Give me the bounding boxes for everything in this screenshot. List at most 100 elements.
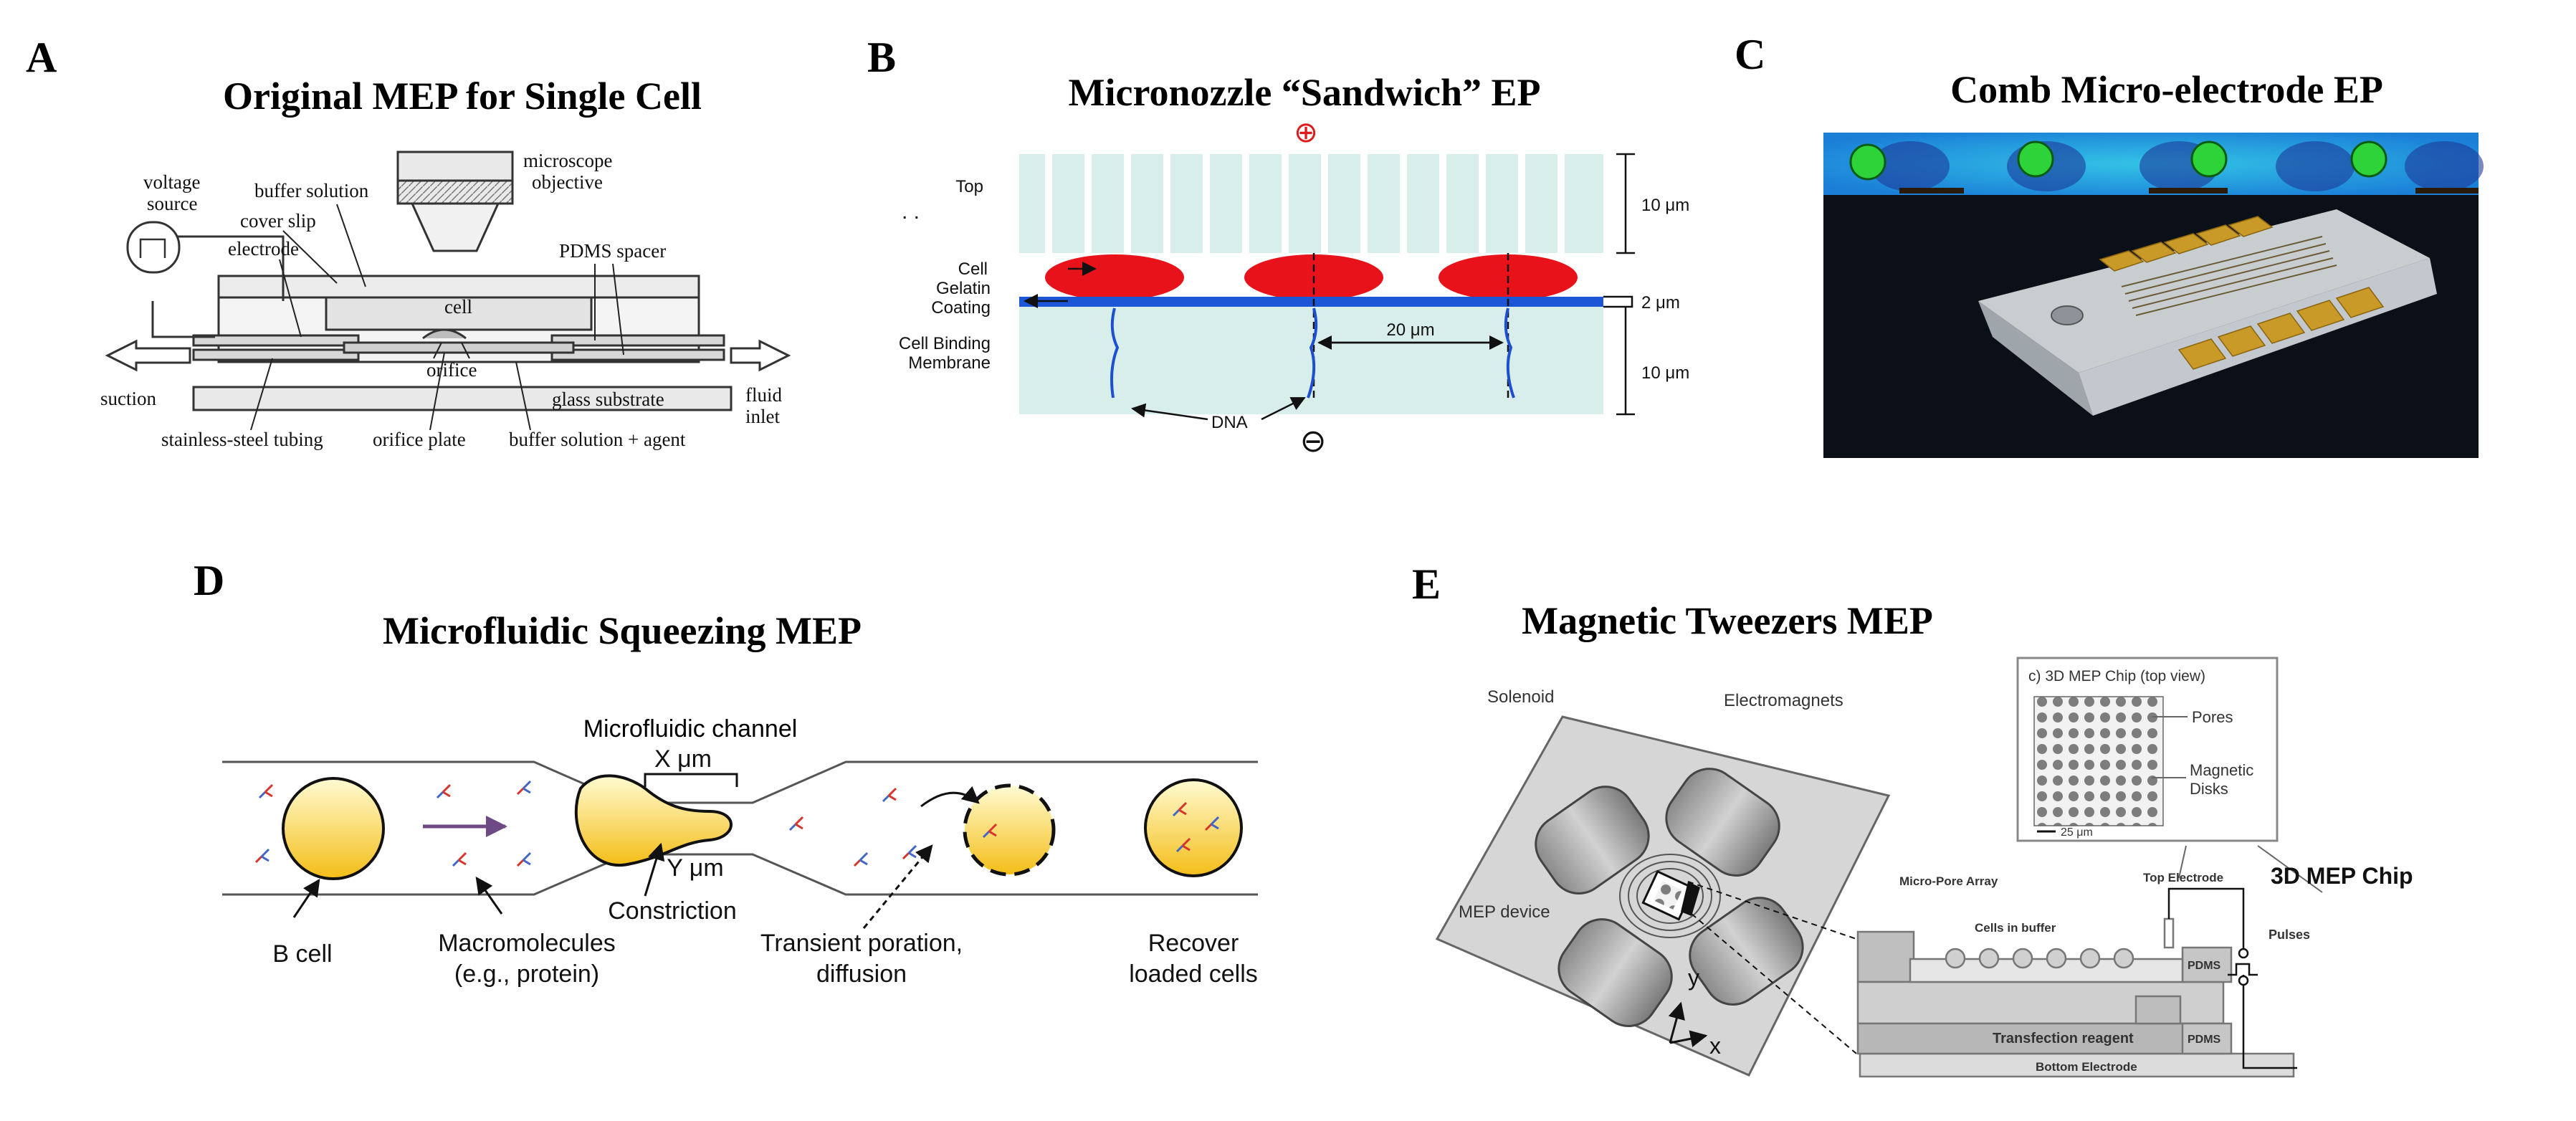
axis-labels: y x: [1688, 965, 1721, 1059]
label-suction: suction: [100, 388, 156, 409]
panel-a-title: Original MEP for Single Cell: [223, 75, 702, 118]
panel-e-title: Magnetic Tweezers MEP: [1522, 599, 1933, 642]
dna-strands: [1110, 307, 1515, 399]
label-voltage: voltage: [143, 171, 200, 193]
cell-1: [1045, 254, 1184, 300]
label-buffer-solution: buffer solution: [254, 180, 369, 201]
label-source: source: [147, 193, 197, 214]
chip-cross-section: [1856, 917, 2295, 1078]
label-orifice-plate: orifice plate: [373, 429, 466, 450]
label-bottom-electrode: Bottom Electrode: [2036, 1060, 2137, 1074]
xy-axes: [1668, 1001, 1708, 1048]
label-recover: Recover: [1148, 930, 1239, 957]
inset-leaders: [2152, 716, 2323, 893]
label-cover-slip: cover slip: [240, 210, 316, 232]
panel-e-labels: Solenoid Electromagnets MEP device c) 3D…: [1459, 668, 2413, 1074]
label-diffusion: diffusion: [816, 960, 907, 988]
label-micro-pore-array: Micro-Pore Array: [1899, 874, 1998, 888]
label-dna: DNA: [1211, 413, 1248, 432]
label-dim-2um: 2 μm: [1641, 293, 1680, 313]
panel-d-letter: D: [194, 557, 224, 604]
negative-electrode-symbol: ⊖: [1300, 424, 1327, 459]
bottom-electrode: [1859, 1052, 2295, 1078]
b-cell: [282, 777, 385, 880]
dimension-markers: [1024, 153, 1635, 421]
top-layer: [1019, 154, 1603, 253]
label-y-um: Y μm: [667, 854, 723, 882]
panel-b: B Micronozzle “Sandwich” EP ⊕: [867, 34, 1689, 459]
label-dim-10um-bottom: 10 μm: [1641, 363, 1689, 383]
panel-c: C Comb Micro-electrode EP: [1735, 31, 2484, 458]
label-dim-10um-top: 10 μm: [1641, 196, 1689, 215]
fluid-port: [2051, 305, 2084, 325]
label-electrode: electrode: [228, 238, 299, 259]
label-loaded-cells: loaded cells: [1129, 960, 1258, 988]
label-b-cell: B cell: [272, 940, 332, 968]
gold-pads: [2099, 216, 2385, 370]
label-pores: Pores: [2192, 708, 2233, 726]
porated-cell: [963, 783, 1056, 877]
label-membrane: Membrane: [908, 353, 991, 373]
label-pdms-bottom: PDMS: [2188, 1034, 2221, 1046]
label-fluid: fluid: [745, 384, 782, 406]
panel-d: D Microfluidic Squeezing MEP Microfluidi…: [194, 557, 1258, 988]
panel-c-letter: C: [1735, 31, 1765, 78]
panel-b-title: Micronozzle “Sandwich” EP: [1069, 71, 1541, 114]
macromolecules: [254, 780, 1220, 867]
panel-a-letter: A: [26, 34, 57, 81]
label-macromolecules: Macromolecules: [438, 930, 616, 957]
label-disks: Disks: [2190, 780, 2228, 798]
panel-a-leader-lines: [250, 204, 624, 431]
label-constriction: Constriction: [608, 897, 737, 925]
label-dots: . .: [902, 200, 920, 224]
micronozzle-channels: [1045, 154, 1565, 253]
pore-axes: [1312, 253, 1509, 401]
field-cell-1: [1849, 143, 1886, 181]
label-cell: cell: [444, 296, 472, 318]
label-electromagnets: Electromagnets: [1724, 691, 1843, 710]
label-objective: objective: [532, 171, 603, 193]
label-gelatin: Gelatin: [936, 279, 991, 298]
label-orifice: orifice: [426, 359, 477, 381]
panel-d-annotations: [292, 773, 980, 929]
label-pdms-top: PDMS: [2188, 960, 2221, 972]
field-cell-3: [2190, 140, 2228, 178]
label-transient-poration: Transient poration,: [760, 930, 963, 957]
label-cells-in-buffer: Cells in buffer: [1975, 921, 2056, 935]
squeezed-cell: [574, 774, 733, 867]
pulse-circuit: [2167, 887, 2297, 1069]
label-stainless-steel-tubing: stainless-steel tubing: [161, 429, 323, 450]
label-chip-top-view: c) 3D MEP Chip (top view): [2028, 668, 2205, 684]
comb-traces: [2121, 236, 2337, 316]
label-x-um: X μm: [654, 745, 712, 773]
panel-a: A Original MEP for Single Cell: [26, 34, 791, 450]
label-dim-20um: 20 μm: [1386, 320, 1434, 340]
label-glass-substrate: glass substrate: [552, 388, 664, 410]
panel-a-labels: voltage source buffer solution cover sli…: [100, 150, 782, 450]
label-pulses: Pulses: [2269, 927, 2310, 942]
label-microfluidic-channel: Microfluidic channel: [583, 715, 798, 743]
loaded-cell: [1144, 778, 1243, 877]
label-pdms-spacer: PDMS spacer: [559, 240, 666, 262]
pore-array-grid: [2033, 696, 2164, 826]
label-eg-protein: (e.g., protein): [454, 960, 599, 988]
panel-b-letter: B: [867, 34, 896, 81]
field-cell-4: [2350, 140, 2387, 178]
label-transfection-reagent: Transfection reagent: [1993, 1031, 2134, 1046]
label-microscope: microscope: [523, 150, 612, 171]
label-3d-mep-chip: 3D MEP Chip: [2271, 863, 2413, 889]
comb-electrode-photo: [1823, 133, 2484, 458]
panel-e-letter: E: [1412, 560, 1441, 608]
axis-y-label: y: [1688, 965, 1699, 991]
panel-c-title: Comb Micro-electrode EP: [1950, 68, 2383, 111]
label-magnetic: Magnetic: [2190, 761, 2253, 779]
solenoid-coil: [1619, 854, 1721, 938]
label-top: Top: [955, 177, 983, 196]
label-top-electrode: Top Electrode: [2143, 871, 2223, 884]
gelatin-coating: [1019, 297, 1603, 307]
chip-body-side: [1978, 301, 2093, 416]
label-cell-binding: Cell Binding: [899, 334, 991, 353]
panel-d-title: Microfluidic Squeezing MEP: [383, 609, 862, 652]
label-coating: Coating: [931, 298, 991, 318]
